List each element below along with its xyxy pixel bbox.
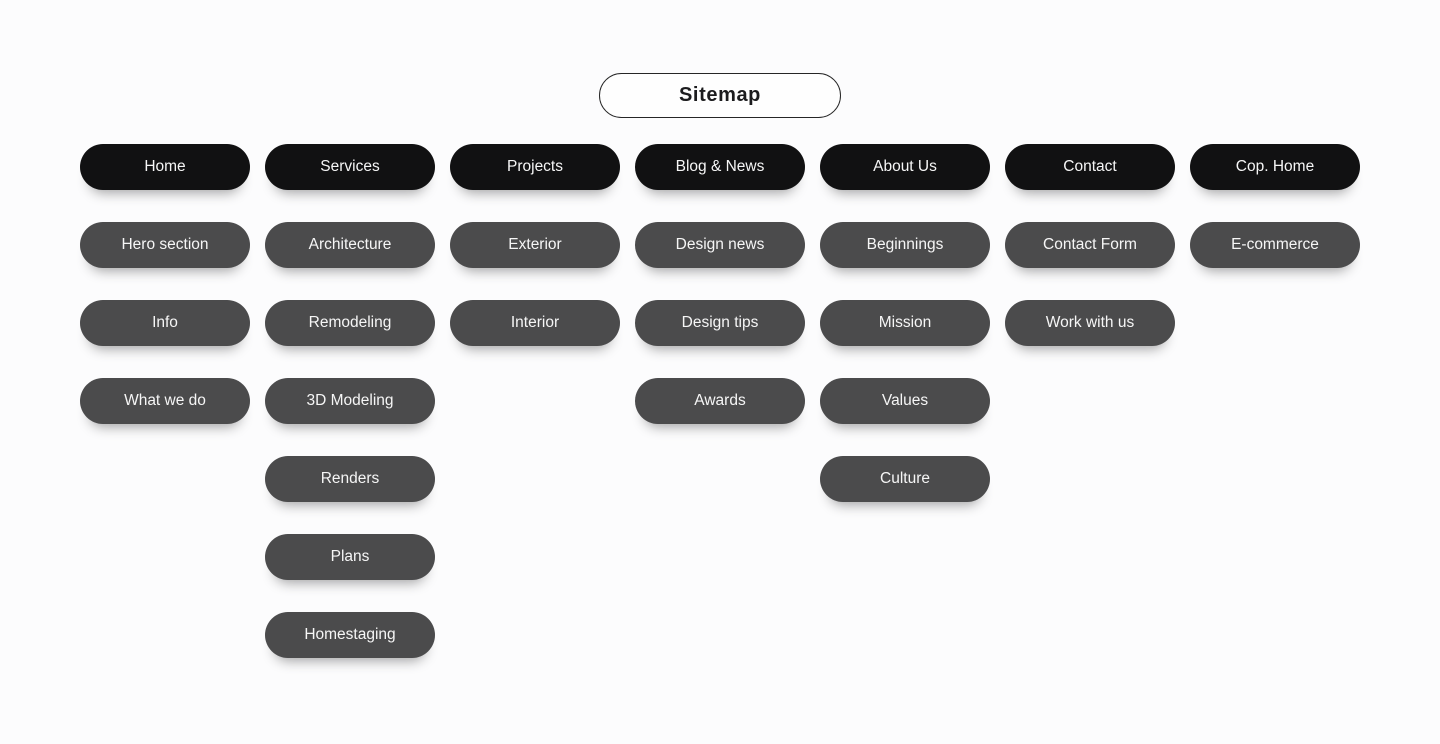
node-info[interactable]: Info bbox=[80, 300, 250, 346]
node-work-with-us[interactable]: Work with us bbox=[1005, 300, 1175, 346]
node-services[interactable]: Services bbox=[265, 144, 435, 190]
column-blog-news: Blog & News Design news Design tips Awar… bbox=[635, 144, 805, 658]
node-remodeling[interactable]: Remodeling bbox=[265, 300, 435, 346]
node-blog-news[interactable]: Blog & News bbox=[635, 144, 805, 190]
node-contact[interactable]: Contact bbox=[1005, 144, 1175, 190]
node-cop-home[interactable]: Cop. Home bbox=[1190, 144, 1360, 190]
node-renders[interactable]: Renders bbox=[265, 456, 435, 502]
page-title: Sitemap bbox=[599, 73, 841, 118]
node-beginnings[interactable]: Beginnings bbox=[820, 222, 990, 268]
node-about-us[interactable]: About Us bbox=[820, 144, 990, 190]
node-what-we-do[interactable]: What we do bbox=[80, 378, 250, 424]
node-projects[interactable]: Projects bbox=[450, 144, 620, 190]
node-home[interactable]: Home bbox=[80, 144, 250, 190]
sitemap-grid: Home Hero section Info What we do Servic… bbox=[80, 144, 1360, 658]
node-plans[interactable]: Plans bbox=[265, 534, 435, 580]
node-3d-modeling[interactable]: 3D Modeling bbox=[265, 378, 435, 424]
column-cop-home: Cop. Home E-commerce bbox=[1190, 144, 1360, 658]
column-contact: Contact Contact Form Work with us bbox=[1005, 144, 1175, 658]
column-services: Services Architecture Remodeling 3D Mode… bbox=[265, 144, 435, 658]
node-hero-section[interactable]: Hero section bbox=[80, 222, 250, 268]
node-values[interactable]: Values bbox=[820, 378, 990, 424]
node-design-news[interactable]: Design news bbox=[635, 222, 805, 268]
node-awards[interactable]: Awards bbox=[635, 378, 805, 424]
node-exterior[interactable]: Exterior bbox=[450, 222, 620, 268]
title-container: Sitemap bbox=[0, 73, 1440, 118]
node-homestaging[interactable]: Homestaging bbox=[265, 612, 435, 658]
node-mission[interactable]: Mission bbox=[820, 300, 990, 346]
column-about-us: About Us Beginnings Mission Values Cultu… bbox=[820, 144, 990, 658]
node-architecture[interactable]: Architecture bbox=[265, 222, 435, 268]
column-home: Home Hero section Info What we do bbox=[80, 144, 250, 658]
node-e-commerce[interactable]: E-commerce bbox=[1190, 222, 1360, 268]
column-projects: Projects Exterior Interior bbox=[450, 144, 620, 658]
node-design-tips[interactable]: Design tips bbox=[635, 300, 805, 346]
node-interior[interactable]: Interior bbox=[450, 300, 620, 346]
node-culture[interactable]: Culture bbox=[820, 456, 990, 502]
node-contact-form[interactable]: Contact Form bbox=[1005, 222, 1175, 268]
